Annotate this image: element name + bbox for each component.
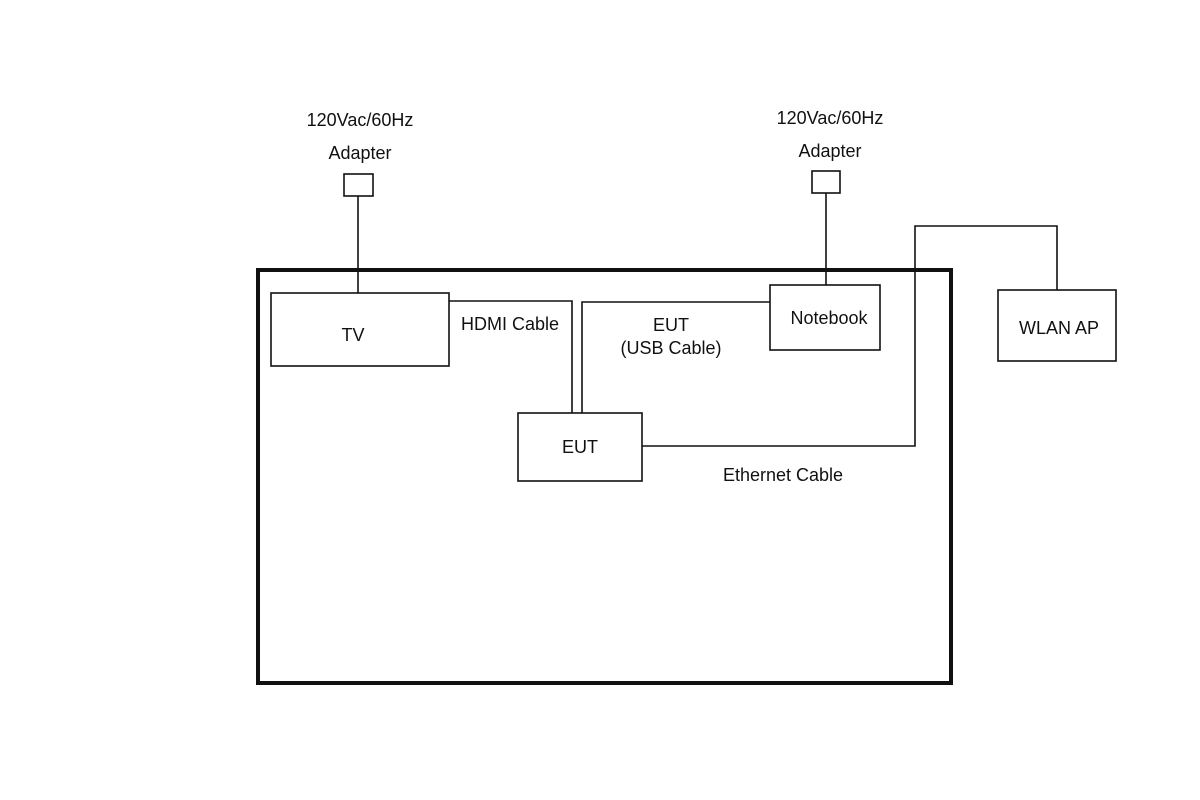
adapter-right-voltage-label: 120Vac/60Hz (777, 108, 884, 128)
notebook-label: Notebook (790, 308, 868, 328)
tv-box (270, 292, 450, 367)
adapter-left-voltage-label: 120Vac/60Hz (307, 110, 414, 130)
wlan-ap-label: WLAN AP (1019, 318, 1099, 338)
usb-cable-label-line2: (USB Cable) (620, 338, 721, 358)
eut-box (517, 412, 643, 482)
ethernet-cable-label: Ethernet Cable (723, 465, 843, 485)
notebook-box (769, 284, 881, 351)
adapter-left-name-label: Adapter (328, 143, 391, 163)
test-area-frame (256, 268, 953, 685)
hdmi-cable-wire (448, 300, 573, 413)
usb-cable-wire (581, 301, 770, 413)
wlan-ap-box (997, 289, 1117, 362)
hdmi-cable-label: HDMI Cable (461, 314, 559, 334)
adapter-right-box (811, 170, 841, 194)
adapter-right-name-label: Adapter (798, 141, 861, 161)
adapter-left-box (343, 173, 374, 197)
usb-cable-label-line1: EUT (653, 315, 689, 335)
eut-label: EUT (562, 437, 598, 457)
tv-label: TV (341, 325, 364, 345)
ethernet-cable-wire (642, 225, 1058, 447)
